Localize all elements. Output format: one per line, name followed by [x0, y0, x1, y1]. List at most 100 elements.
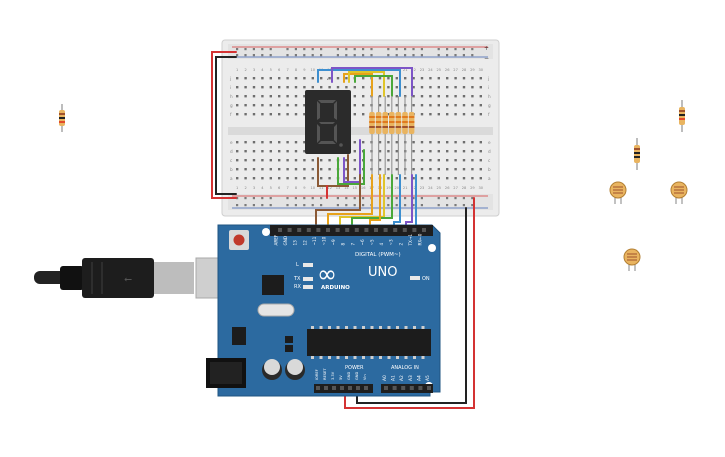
resistor[interactable] [389, 96, 395, 175]
digital-pin-socket[interactable] [297, 228, 302, 232]
terminal-hole[interactable] [328, 159, 331, 162]
rail-hole[interactable] [454, 197, 457, 200]
terminal-hole[interactable] [278, 77, 281, 80]
terminal-hole[interactable] [345, 177, 348, 180]
lower-sockets[interactable] [316, 386, 431, 390]
terminal-hole[interactable] [362, 113, 365, 116]
terminal-hole[interactable] [362, 77, 365, 80]
terminal-hole[interactable] [471, 177, 474, 180]
terminal-hole[interactable] [261, 159, 264, 162]
terminal-hole[interactable] [269, 177, 272, 180]
terminal-hole[interactable] [286, 177, 289, 180]
terminal-hole[interactable] [269, 141, 272, 144]
terminal-hole[interactable] [471, 150, 474, 153]
terminal-hole[interactable] [236, 86, 239, 89]
terminal-hole[interactable] [353, 177, 356, 180]
wire-brown-d12[interactable] [315, 174, 361, 229]
rail-hole[interactable] [311, 48, 314, 51]
analog-pin-socket[interactable] [401, 386, 406, 390]
rail-hole[interactable] [269, 54, 272, 57]
rail-hole[interactable] [446, 204, 449, 207]
terminal-hole[interactable] [278, 104, 281, 107]
terminal-hole[interactable] [420, 177, 424, 180]
terminal-hole[interactable] [387, 86, 390, 89]
rail-hole[interactable] [412, 48, 415, 51]
rail-hole[interactable] [286, 204, 289, 207]
terminal-hole[interactable] [471, 77, 474, 80]
rail-hole[interactable] [446, 54, 449, 57]
terminal-hole[interactable] [345, 86, 348, 89]
terminal-hole[interactable] [252, 159, 256, 162]
terminal-hole[interactable] [454, 86, 457, 89]
terminal-hole[interactable] [353, 104, 356, 107]
terminal-hole[interactable] [278, 86, 281, 89]
terminal-hole[interactable] [294, 159, 298, 162]
terminal-hole[interactable] [378, 77, 382, 80]
terminal-hole[interactable] [244, 168, 247, 171]
rail-hole[interactable] [303, 204, 306, 207]
terminal-hole[interactable] [244, 95, 247, 98]
rail-hole[interactable] [412, 204, 415, 207]
rail-hole[interactable] [420, 48, 423, 51]
terminal-hole[interactable] [353, 141, 356, 144]
terminal-hole[interactable] [446, 77, 449, 80]
terminal-hole[interactable] [479, 113, 482, 116]
digital-pin-socket[interactable] [393, 228, 398, 232]
rail-hole[interactable] [286, 48, 289, 51]
rail-hole[interactable] [236, 197, 239, 200]
loose-resistor-left[interactable] [59, 104, 65, 132]
digital-sockets[interactable] [278, 228, 426, 232]
wire-purple-top[interactable] [331, 67, 413, 97]
rail-hole[interactable] [236, 204, 239, 207]
rail-hole[interactable] [244, 54, 247, 57]
terminal-hole[interactable] [462, 159, 466, 162]
terminal-hole[interactable] [311, 177, 314, 180]
terminal-hole[interactable] [286, 168, 289, 171]
rail-hole[interactable] [395, 197, 398, 200]
rail-hole[interactable] [336, 204, 339, 207]
terminal-hole[interactable] [311, 159, 314, 162]
wire-green-top[interactable] [354, 75, 393, 97]
rail-hole[interactable] [387, 54, 390, 57]
terminal-hole[interactable] [311, 168, 314, 171]
terminal-hole[interactable] [252, 177, 256, 180]
rail-hole[interactable] [236, 48, 239, 51]
terminal-hole[interactable] [328, 177, 331, 180]
rail-hole[interactable] [261, 197, 264, 200]
rail-hole[interactable] [252, 197, 255, 200]
terminal-hole[interactable] [378, 159, 382, 162]
terminal-hole[interactable] [387, 95, 390, 98]
terminal-hole[interactable] [261, 104, 264, 107]
terminal-hole[interactable] [244, 141, 247, 144]
terminal-hole[interactable] [395, 150, 398, 153]
terminal-hole[interactable] [429, 86, 432, 89]
terminal-hole[interactable] [353, 95, 356, 98]
terminal-hole[interactable] [278, 159, 281, 162]
terminal-hole[interactable] [437, 159, 440, 162]
resistor[interactable] [395, 96, 402, 175]
terminal-hole[interactable] [336, 86, 340, 89]
terminal-hole[interactable] [395, 104, 398, 107]
terminal-hole[interactable] [378, 150, 382, 153]
rail-hole[interactable] [420, 204, 423, 207]
rail-hole[interactable] [294, 197, 297, 200]
digital-pin-socket[interactable] [383, 228, 388, 232]
terminal-hole[interactable] [261, 150, 264, 153]
resistor[interactable] [382, 96, 388, 175]
terminal-hole[interactable] [345, 168, 348, 171]
terminal-hole[interactable] [286, 150, 289, 153]
terminal-hole[interactable] [454, 104, 457, 107]
terminal-hole[interactable] [286, 113, 289, 116]
terminal-hole[interactable] [462, 95, 466, 98]
terminal-hole[interactable] [395, 177, 398, 180]
terminal-hole[interactable] [420, 77, 424, 80]
rail-hole[interactable] [395, 48, 398, 51]
terminal-hole[interactable] [471, 95, 474, 98]
terminal-hole[interactable] [261, 141, 264, 144]
rail-hole[interactable] [370, 54, 373, 57]
rail-hole[interactable] [404, 204, 407, 207]
terminal-hole[interactable] [446, 104, 449, 107]
terminal-hole[interactable] [278, 95, 281, 98]
terminal-hole[interactable] [294, 104, 298, 107]
